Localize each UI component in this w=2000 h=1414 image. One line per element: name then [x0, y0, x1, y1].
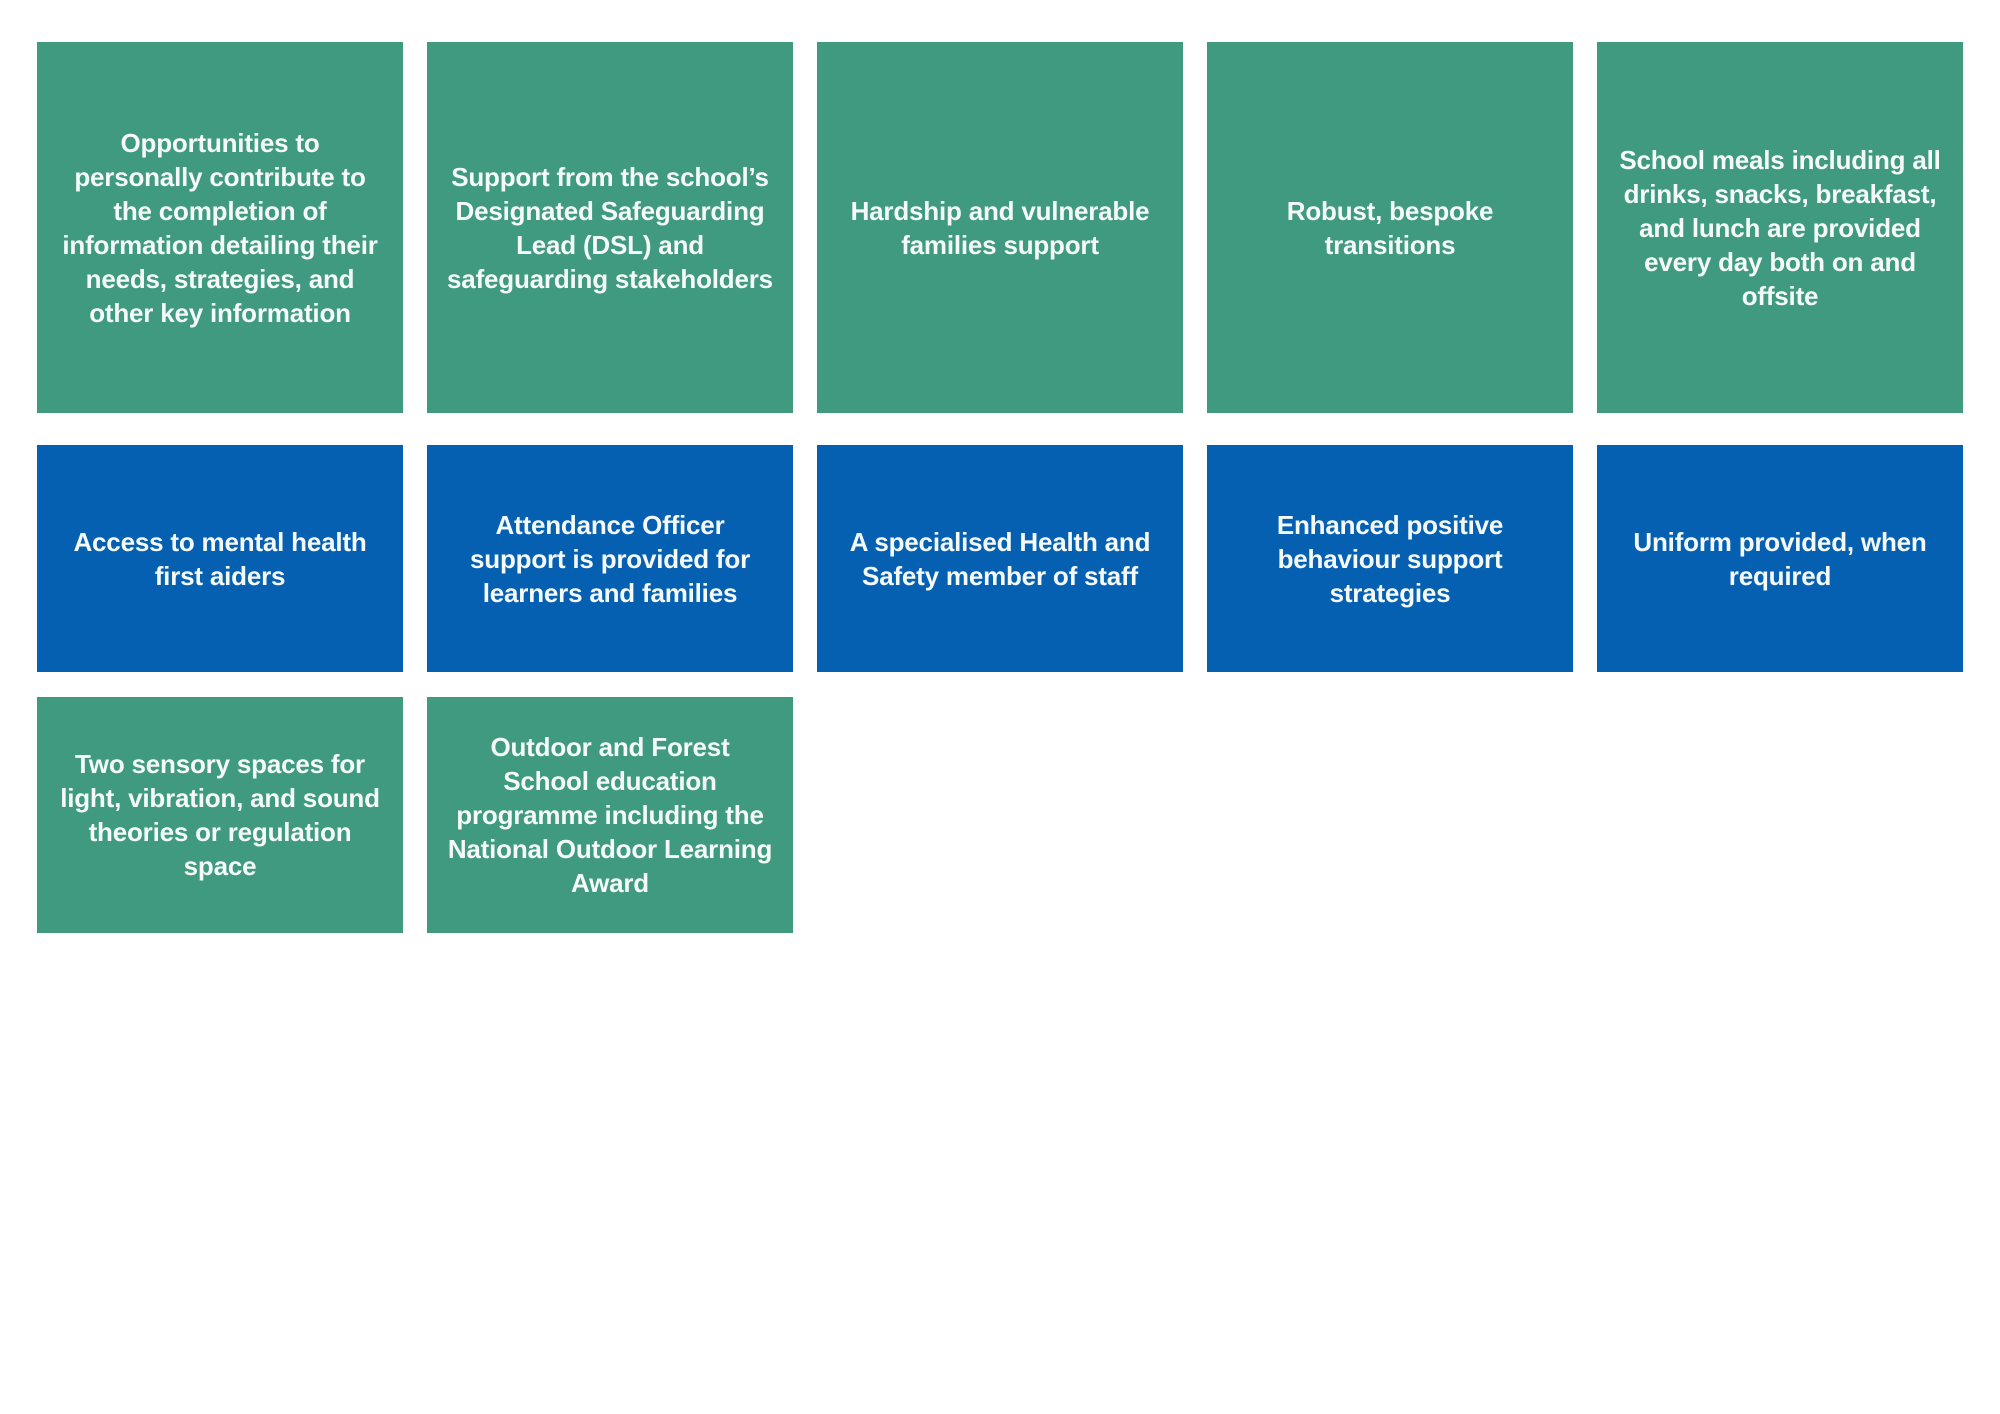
tile-outdoor-forest-school: Outdoor and Forest School education prog… [427, 697, 793, 933]
tile-mental-health-first-aiders: Access to mental health first aiders [37, 445, 403, 672]
tile-text: Robust, bespoke transitions [1286, 195, 1494, 260]
tile-text: School meals including all drinks, snack… [1619, 144, 1941, 311]
tile-attendance-officer: Attendance Officer support is provided f… [427, 445, 793, 672]
tile-text: Hardship and vulnerable families support [850, 195, 1150, 260]
tile-row-2: Access to mental health first aiders Att… [37, 445, 1963, 672]
tile-hardship-support: Hardship and vulnerable families support [817, 42, 1183, 413]
provision-tile-board: Opportunities to personally contribute t… [37, 42, 1963, 933]
tile-row-3: Two sensory spaces for light, vibration,… [37, 697, 1963, 933]
tile-positive-behaviour-support: Enhanced positive behaviour support stra… [1207, 445, 1573, 672]
tile-row-1: Opportunities to personally contribute t… [37, 42, 1963, 413]
tile-bespoke-transitions: Robust, bespoke transitions [1207, 42, 1573, 413]
tile-text: Attendance Officer support is provided f… [470, 509, 750, 608]
tile-health-safety-staff: A specialised Health and Safety member o… [817, 445, 1183, 672]
tile-text: Opportunities to personally contribute t… [62, 127, 378, 328]
tile-text: Uniform provided, when required [1633, 526, 1927, 591]
tile-uniform-provided: Uniform provided, when required [1597, 445, 1963, 672]
tile-text: Access to mental health first aiders [73, 526, 367, 591]
tile-text: Outdoor and Forest School education prog… [447, 732, 773, 898]
tile-sensory-spaces: Two sensory spaces for light, vibration,… [37, 697, 403, 933]
tile-text: Two sensory spaces for light, vibration,… [60, 749, 380, 881]
tile-school-meals: School meals including all drinks, snack… [1597, 42, 1963, 413]
tile-text: Support from the school’s Designated Saf… [447, 161, 773, 294]
tile-dsl-safeguarding: Support from the school’s Designated Saf… [427, 42, 793, 413]
tile-text: A specialised Health and Safety member o… [849, 526, 1151, 591]
tile-text: Enhanced positive behaviour support stra… [1276, 509, 1504, 608]
tile-personal-contribution: Opportunities to personally contribute t… [37, 42, 403, 413]
